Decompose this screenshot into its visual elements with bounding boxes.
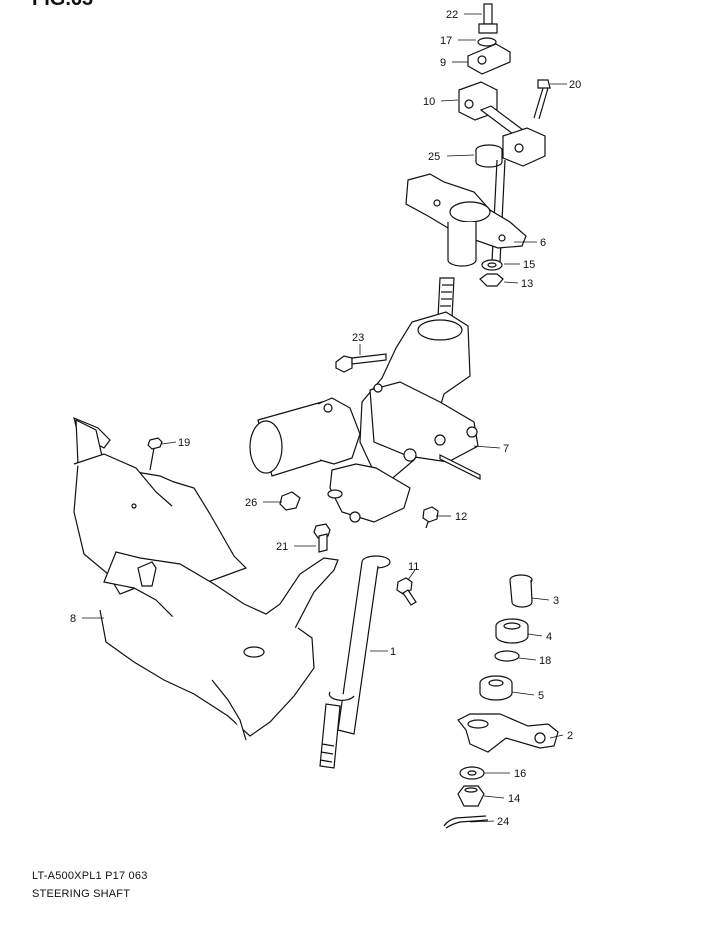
cotter-pin-24 bbox=[443, 815, 489, 829]
callout-8: 8 bbox=[70, 613, 76, 625]
callout-7: 7 bbox=[503, 443, 509, 455]
nut-14 bbox=[457, 785, 485, 807]
bolt-23 bbox=[335, 353, 387, 373]
callout-11: 11 bbox=[408, 561, 419, 573]
bolt-11 bbox=[396, 577, 417, 606]
washer-15 bbox=[481, 259, 503, 271]
oil-seal-4 bbox=[495, 618, 529, 644]
electric-motor bbox=[249, 397, 361, 477]
callout-12: 12 bbox=[455, 511, 467, 523]
callout-3: 3 bbox=[553, 595, 559, 607]
o-ring-18 bbox=[494, 650, 520, 662]
callout-1: 1 bbox=[390, 646, 396, 658]
callout-labels: 22 17 9 20 10 25 6 15 13 23 19 7 26 12 2… bbox=[70, 9, 581, 828]
bolt-21 bbox=[313, 523, 331, 553]
footer-model-code: LT-A500XPL1 P17 063 bbox=[32, 870, 148, 882]
callout-23: 23 bbox=[352, 332, 364, 344]
leader-lines bbox=[82, 13, 567, 823]
nut-13 bbox=[479, 273, 504, 287]
callout-17: 17 bbox=[440, 35, 452, 47]
callout-6: 6 bbox=[540, 237, 546, 249]
callout-21: 21 bbox=[276, 541, 288, 553]
callout-5: 5 bbox=[538, 690, 544, 702]
pitman-arm-2 bbox=[457, 713, 559, 753]
clip-19 bbox=[147, 437, 163, 471]
callout-14: 14 bbox=[508, 793, 520, 805]
callout-19: 19 bbox=[178, 437, 190, 449]
bushing-25 bbox=[475, 144, 503, 168]
bushing-3 bbox=[509, 574, 533, 608]
callout-20: 20 bbox=[569, 79, 581, 91]
washer-16 bbox=[459, 766, 485, 780]
callout-22: 22 bbox=[446, 9, 458, 21]
callout-24: 24 bbox=[497, 816, 509, 828]
cover-guard-8 bbox=[73, 416, 339, 741]
callout-25: 25 bbox=[428, 151, 440, 163]
bolt-20 bbox=[533, 79, 551, 120]
callout-13: 13 bbox=[521, 278, 533, 290]
clamp-upper-9 bbox=[467, 43, 511, 75]
steering-shaft-1 bbox=[319, 555, 391, 769]
callout-4: 4 bbox=[546, 631, 552, 643]
callout-15: 15 bbox=[523, 259, 535, 271]
washer-17 bbox=[477, 37, 497, 47]
callout-18: 18 bbox=[539, 655, 551, 667]
callout-10: 10 bbox=[423, 96, 435, 108]
figure-label: FIG.63 bbox=[32, 0, 93, 10]
bolt-12 bbox=[422, 506, 439, 529]
bolt-22 bbox=[478, 3, 498, 34]
clamp-lower-10 bbox=[458, 81, 546, 167]
callout-2: 2 bbox=[567, 730, 573, 742]
steering-gear-housing-7 bbox=[359, 311, 481, 483]
bearing-5 bbox=[479, 675, 513, 701]
callout-9: 9 bbox=[440, 57, 446, 69]
callout-26: 26 bbox=[245, 497, 257, 509]
bracket-plate-6 bbox=[405, 173, 527, 267]
clip-26 bbox=[279, 489, 343, 511]
footer-title: STEERING SHAFT bbox=[32, 888, 131, 900]
callout-16: 16 bbox=[514, 768, 526, 780]
